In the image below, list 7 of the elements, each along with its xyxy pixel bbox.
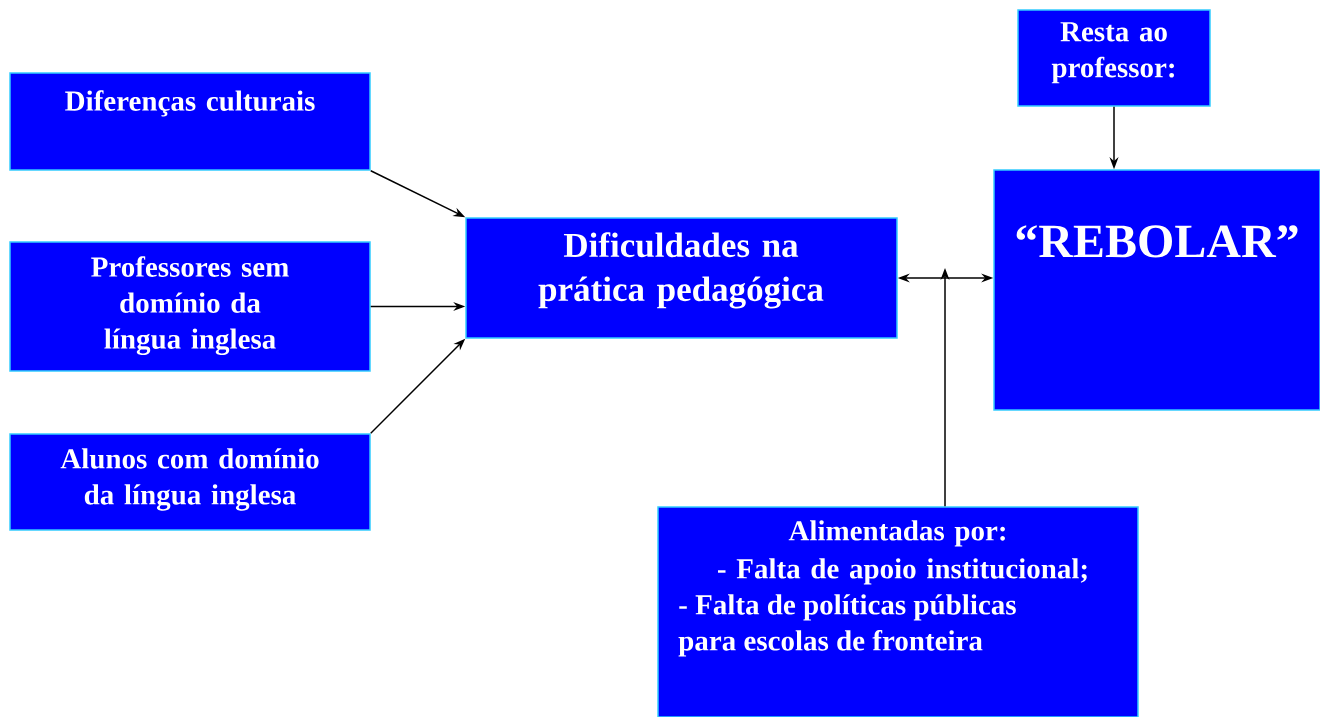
text-box: Professores sem domínio da língua inglesa xyxy=(9,241,371,372)
text-box: Alunos com domínio da língua inglesa xyxy=(9,433,371,531)
text-box: Dificuldades na prática pedagógica xyxy=(465,217,898,339)
text-box: Resta ao professor: xyxy=(1017,9,1211,107)
text-box: “REBOLAR” xyxy=(993,169,1320,411)
text-box: Alimentadas por: - Falta de apoio institucional; - Falta de políticas públicas para escolas de fronteira xyxy=(657,506,1139,717)
text-box: Diferenças culturais xyxy=(9,72,371,171)
